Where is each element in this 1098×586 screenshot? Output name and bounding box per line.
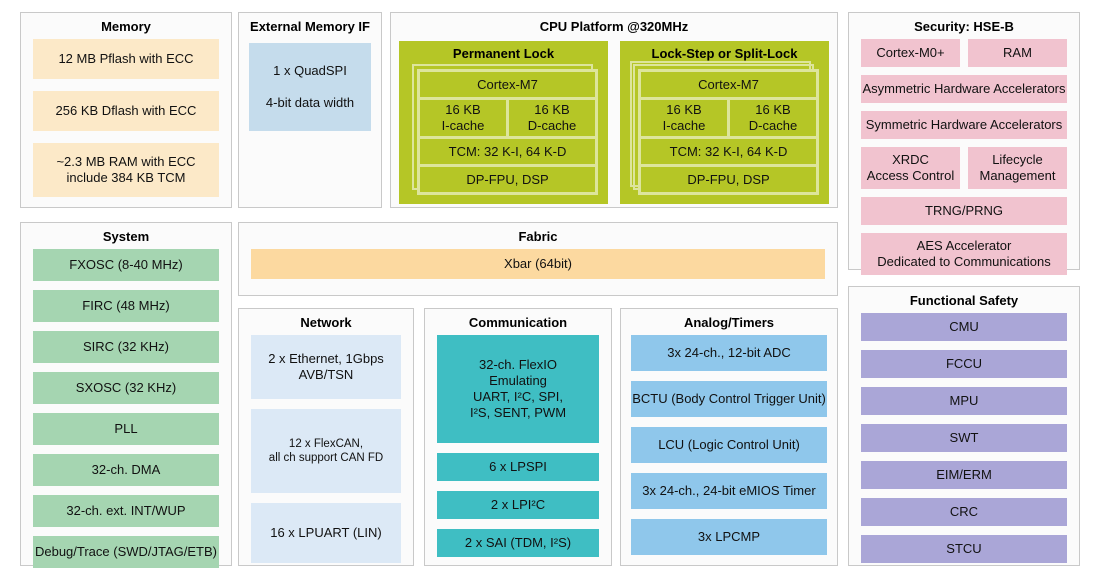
security-row: Cortex-M0+ RAM — [861, 39, 1067, 67]
analog-block-emios: 3x 24-ch., 24-bit eMIOS Timer — [631, 473, 827, 509]
security-block-aes: AES Accelerator Dedicated to Communicati… — [861, 233, 1067, 275]
security-title: Security: HSE-B — [914, 19, 1014, 34]
analog-block-lpcmp: 3x LPCMP — [631, 519, 827, 555]
external-memory-section: External Memory IF 1 x QuadSPI 4-bit dat… — [238, 12, 382, 208]
memory-block-pflash: 12 MB Pflash with ECC — [33, 39, 219, 79]
communication-block-sai: 2 x SAI (TDM, I²S) — [437, 529, 599, 557]
lockstep-stack: Cortex-M7 16 KB I-cache 16 KB D-cache TC… — [630, 61, 819, 195]
system-block-debug-trace: Debug/Trace (SWD/JTAG/ETB) — [33, 536, 219, 568]
core-cell: Cortex-M7 — [641, 72, 816, 97]
icache-cell: 16 KB I-cache — [641, 100, 727, 136]
safety-block-eim-erm: EIM/ERM — [861, 461, 1067, 489]
communication-block-list: 32-ch. FlexIO Emulating UART, I²C, SPI, … — [425, 335, 611, 557]
cpu-platform-title: CPU Platform @320MHz — [539, 19, 689, 34]
quadspi-block: 1 x QuadSPI 4-bit data width — [249, 43, 371, 131]
system-section: System FXOSC (8-40 MHz) FIRC (48 MHz) SI… — [20, 222, 232, 568]
permanent-lock-stack: Cortex-M7 16 KB I-cache 16 KB D-cache TC… — [412, 64, 598, 195]
fabric-title: Fabric — [518, 229, 558, 244]
core-cell: Cortex-M7 — [420, 72, 595, 97]
memory-block-dflash: 256 KB Dflash with ECC — [33, 91, 219, 131]
functional-safety-section: Functional Safety CMU FCCU MPU SWT EIM/E… — [848, 286, 1080, 566]
analog-block-bctu: BCTU (Body Control Trigger Unit) — [631, 381, 827, 417]
security-block-asymmetric: Asymmetric Hardware Accelerators — [861, 75, 1067, 103]
safety-block-fccu: FCCU — [861, 350, 1067, 378]
dcache-cell: 16 KB D-cache — [509, 100, 595, 136]
security-block-cortex-m0: Cortex-M0+ — [861, 39, 960, 67]
system-block-int-wup: 32-ch. ext. INT/WUP — [33, 495, 219, 527]
external-memory-title: External Memory IF — [250, 19, 370, 34]
safety-block-stcu: STCU — [861, 535, 1067, 563]
security-row: XRDC Access Control Lifecycle Management — [861, 147, 1067, 189]
analog-timers-title: Analog/Timers — [683, 315, 775, 330]
system-block-sxosc: SXOSC (32 KHz) — [33, 372, 219, 404]
security-block-xrdc: XRDC Access Control — [861, 147, 960, 189]
analog-timers-section: Analog/Timers 3x 24-ch., 12-bit ADC BCTU… — [620, 308, 838, 566]
network-block-lpuart: 16 x LPUART (LIN) — [251, 503, 401, 563]
security-block-list: Cortex-M0+ RAM Asymmetric Hardware Accel… — [849, 39, 1079, 275]
network-block-flexcan: 12 x FlexCAN, all ch support CAN FD — [251, 409, 401, 493]
security-block-symmetric: Symmetric Hardware Accelerators — [861, 111, 1067, 139]
network-block-list: 2 x Ethernet, 1Gbps AVB/TSN 12 x FlexCAN… — [239, 335, 413, 563]
dcache-cell: 16 KB D-cache — [730, 100, 816, 136]
security-section: Security: HSE-B Cortex-M0+ RAM Asymmetri… — [848, 12, 1080, 275]
safety-block-swt: SWT — [861, 424, 1067, 452]
safety-block-list: CMU FCCU MPU SWT EIM/ERM CRC STCU — [849, 313, 1079, 563]
network-section: Network 2 x Ethernet, 1Gbps AVB/TSN 12 x… — [238, 308, 414, 566]
safety-block-cmu: CMU — [861, 313, 1067, 341]
system-block-firc: FIRC (48 MHz) — [33, 290, 219, 322]
memory-title: Memory — [101, 19, 151, 34]
xbar-block: Xbar (64bit) — [251, 249, 825, 279]
analog-block-lcu: LCU (Logic Control Unit) — [631, 427, 827, 463]
cpu-cluster-row: Permanent Lock Cortex-M7 16 KB I-cache 1… — [391, 39, 837, 212]
communication-section: Communication 32-ch. FlexIO Emulating UA… — [424, 308, 612, 566]
analog-block-list: 3x 24-ch., 12-bit ADC BCTU (Body Control… — [621, 335, 837, 555]
fabric-section: Fabric Xbar (64bit) — [238, 222, 838, 296]
cpu-cluster-lockstep: Lock-Step or Split-Lock Cortex-M7 16 KB … — [620, 41, 829, 204]
system-block-pll: PLL — [33, 413, 219, 445]
functional-safety-title: Functional Safety — [909, 293, 1019, 308]
analog-block-adc: 3x 24-ch., 12-bit ADC — [631, 335, 827, 371]
communication-block-lpi2c: 2 x LPI²C — [437, 491, 599, 519]
fpu-cell: DP-FPU, DSP — [641, 167, 816, 192]
network-block-ethernet: 2 x Ethernet, 1Gbps AVB/TSN — [251, 335, 401, 399]
communication-title: Communication — [468, 315, 568, 330]
communication-block-flexio: 32-ch. FlexIO Emulating UART, I²C, SPI, … — [437, 335, 599, 443]
fpu-cell: DP-FPU, DSP — [420, 167, 595, 192]
lockstep-title: Lock-Step or Split-Lock — [651, 46, 798, 61]
system-title: System — [102, 229, 150, 244]
system-block-fxosc: FXOSC (8-40 MHz) — [33, 249, 219, 281]
lockstep-core-grid: Cortex-M7 16 KB I-cache 16 KB D-cache TC… — [638, 69, 819, 195]
safety-block-crc: CRC — [861, 498, 1067, 526]
system-block-sirc: SIRC (32 KHz) — [33, 331, 219, 363]
communication-block-lpspi: 6 x LPSPI — [437, 453, 599, 481]
security-block-ram: RAM — [968, 39, 1067, 67]
tcm-cell: TCM: 32 K-I, 64 K-D — [641, 139, 816, 164]
memory-block-list: 12 MB Pflash with ECC 256 KB Dflash with… — [21, 39, 231, 197]
safety-block-mpu: MPU — [861, 387, 1067, 415]
system-block-list: FXOSC (8-40 MHz) FIRC (48 MHz) SIRC (32 … — [21, 249, 231, 568]
security-block-trng: TRNG/PRNG — [861, 197, 1067, 225]
memory-section: Memory 12 MB Pflash with ECC 256 KB Dfla… — [20, 12, 232, 208]
icache-cell: 16 KB I-cache — [420, 100, 506, 136]
memory-block-ram: ~2.3 MB RAM with ECC include 384 KB TCM — [33, 143, 219, 197]
permanent-lock-title: Permanent Lock — [452, 46, 555, 61]
security-block-lifecycle: Lifecycle Management — [968, 147, 1067, 189]
system-block-dma: 32-ch. DMA — [33, 454, 219, 486]
cpu-cluster-permanent-lock: Permanent Lock Cortex-M7 16 KB I-cache 1… — [399, 41, 608, 204]
permanent-lock-core-grid: Cortex-M7 16 KB I-cache 16 KB D-cache TC… — [417, 69, 598, 195]
cpu-platform-section: CPU Platform @320MHz Permanent Lock Cort… — [390, 12, 838, 208]
network-title: Network — [300, 315, 352, 330]
tcm-cell: TCM: 32 K-I, 64 K-D — [420, 139, 595, 164]
